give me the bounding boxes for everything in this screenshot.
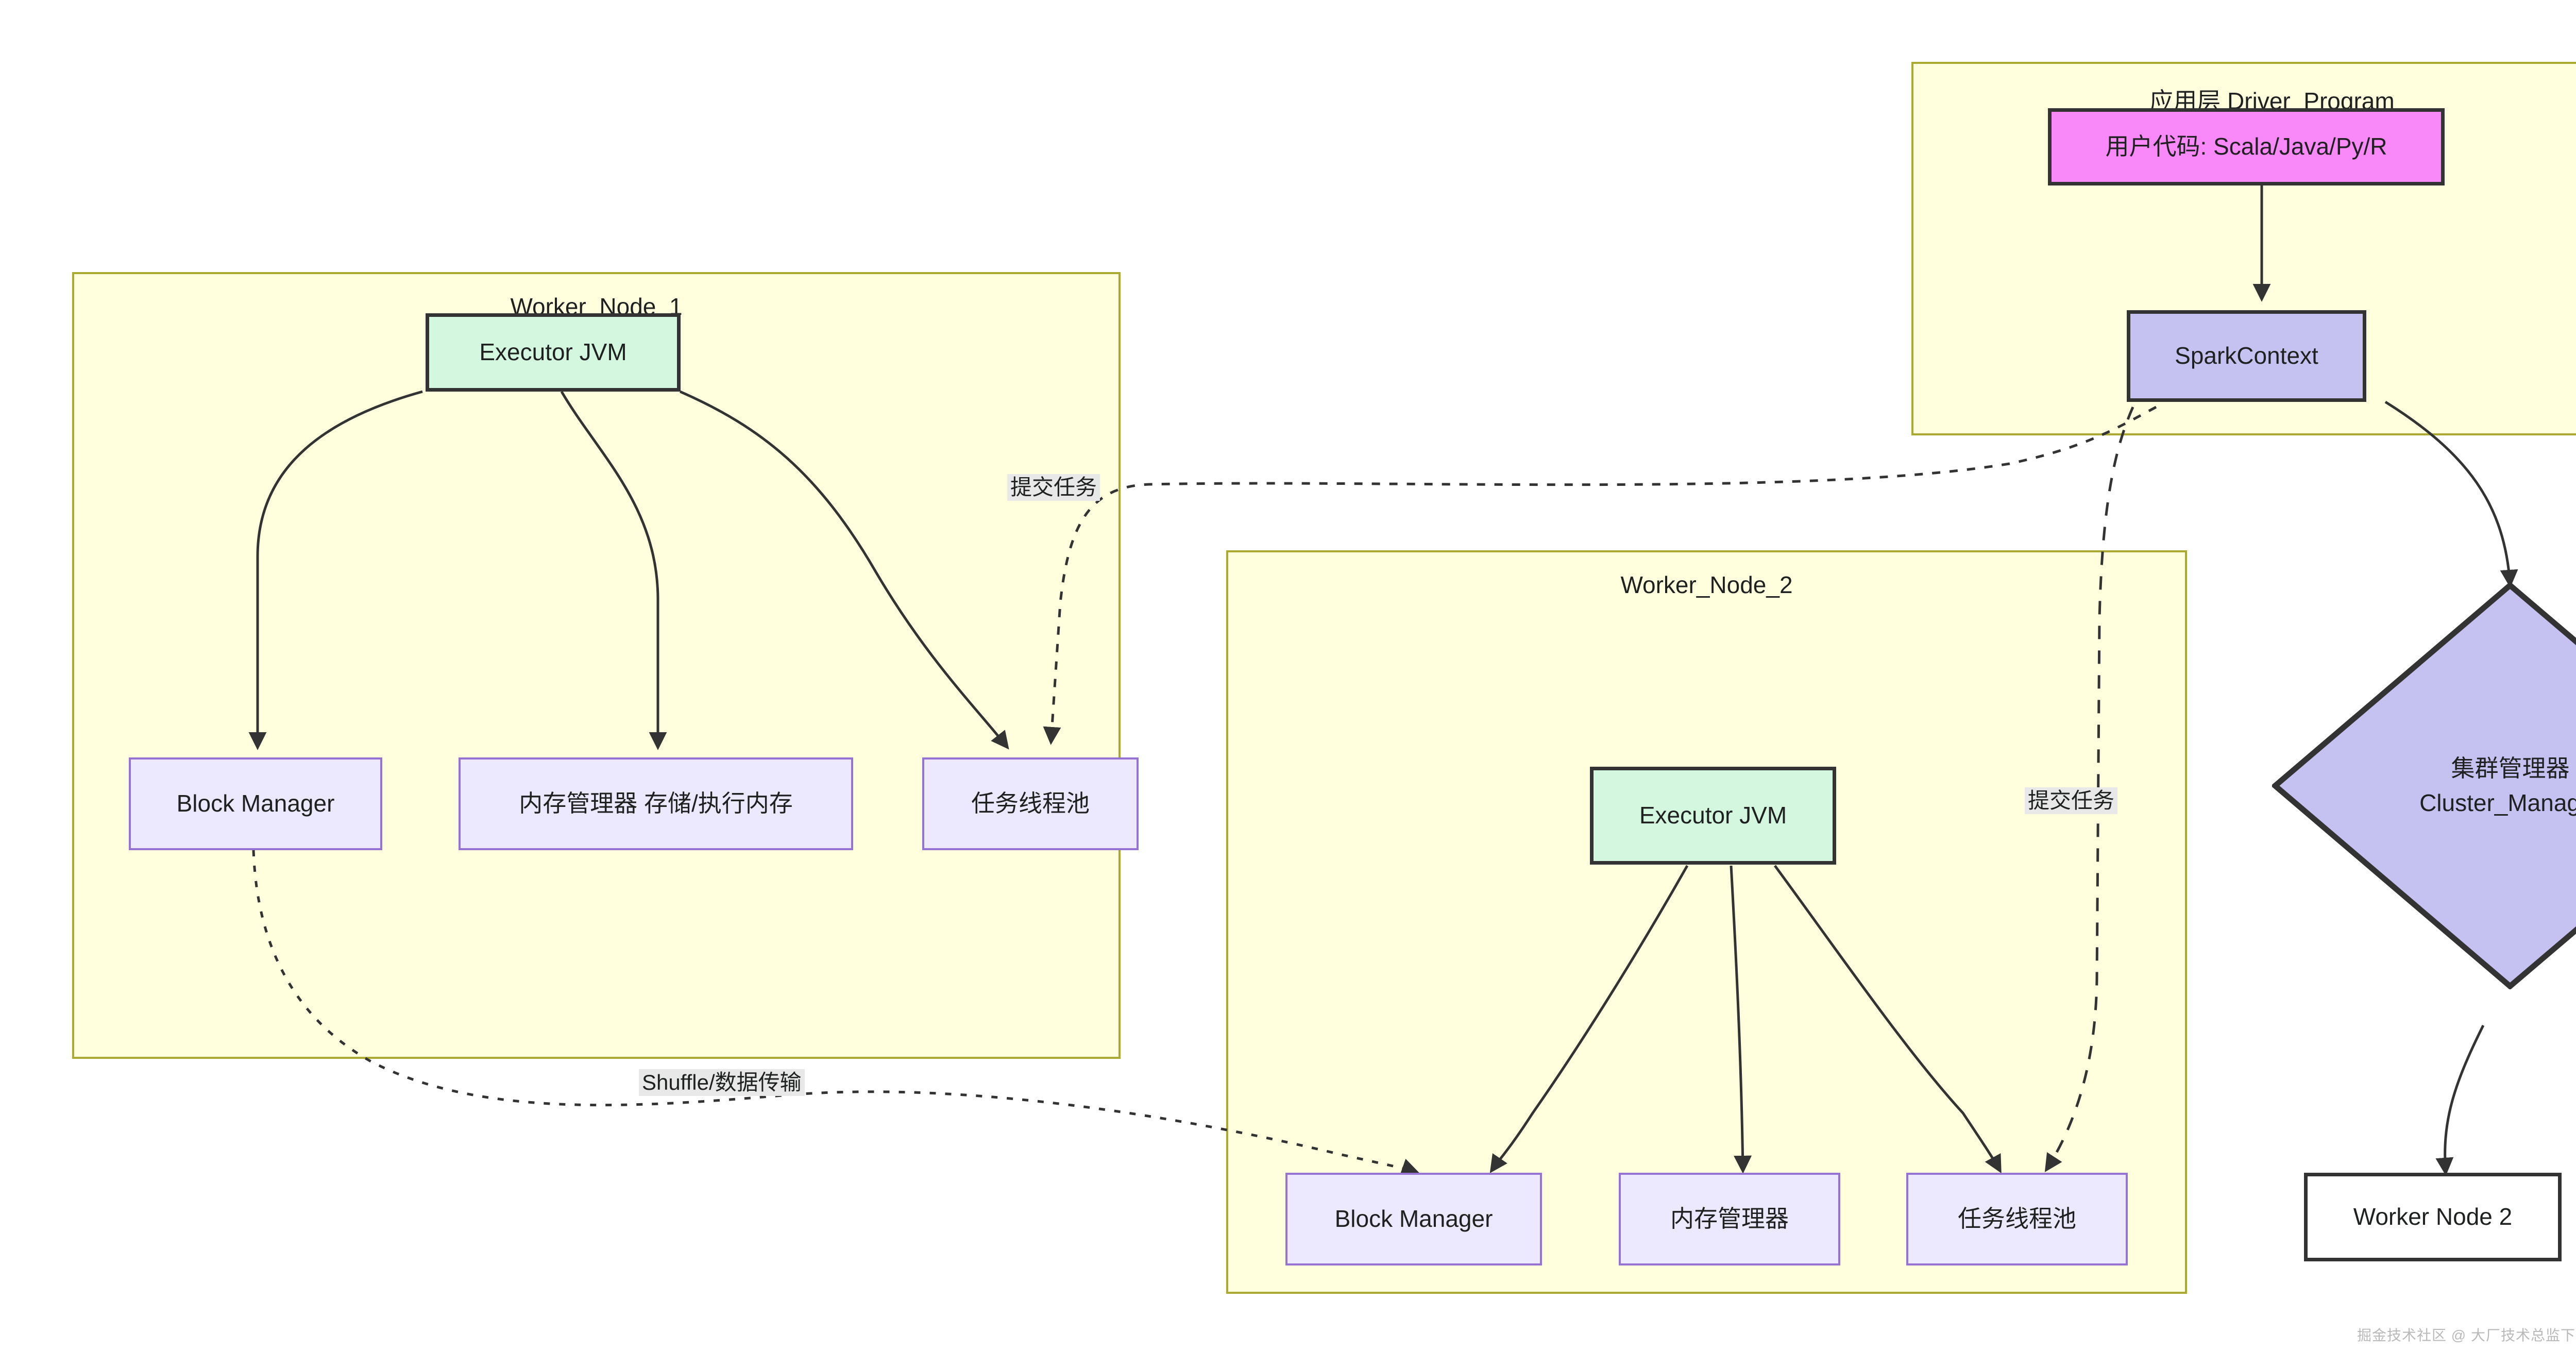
edge-w2executor-to-threadpool (1773, 865, 2002, 1174)
node-w2-block-manager[interactable]: Block Manager (1285, 1173, 1542, 1265)
edge-w1blockmanager-to-w2blockmanager (252, 850, 1420, 1176)
node-w1-block-manager[interactable]: Block Manager (129, 757, 382, 850)
edge-w1executor-to-memorymanager (560, 391, 667, 750)
edge-label-submit-task-worker1: 提交任务 (1007, 474, 1100, 501)
subgraph-worker-node-2-title: Worker_Node_2 (1620, 571, 1793, 598)
edge-sparkcontext-to-w1-threadpool (1043, 406, 2157, 745)
diamond-shape (2270, 581, 2576, 990)
edge-sparkcontext-to-clustermanager (2384, 400, 2518, 588)
node-w2-memory-manager[interactable]: 内存管理器 (1619, 1173, 1840, 1265)
node-cluster-manager[interactable]: 集群管理器 Cluster_Manager (2270, 581, 2576, 990)
node-w1-executor-jvm[interactable]: Executor JVM (426, 313, 681, 392)
edge-label-shuffle-data-transfer: Shuffle/数据传输 (639, 1069, 805, 1096)
node-w1-task-thread-pool[interactable]: 任务线程池 (922, 757, 1139, 850)
node-w2-task-thread-pool[interactable]: 任务线程池 (1906, 1173, 2128, 1265)
edge-w2executor-to-memorymanager (1730, 865, 1752, 1174)
node-spark-context[interactable]: SparkContext (2127, 310, 2366, 402)
edge-w2executor-to-blockmanager (1489, 865, 1689, 1173)
edge-label-submit-task-worker2: 提交任务 (2025, 787, 2118, 815)
edge-w1executor-to-threadpool (679, 390, 1009, 750)
subgraph-worker-node-2: Worker_Node_2 (1226, 550, 2187, 1294)
node-w2-executor-jvm[interactable]: Executor JVM (1590, 767, 1836, 865)
node-w1-memory-manager[interactable]: 内存管理器 存储/执行内存 (459, 757, 853, 850)
node-worker-node-2-box[interactable]: Worker Node 2 (2304, 1173, 2562, 1261)
edge-sparkcontext-to-w2-threadpool (2044, 406, 2134, 1172)
watermark: 掘金技术社区 @ 大厂技术总监下海 (2357, 1327, 2576, 1343)
edge-clustermanager-to-workernode2 (2435, 1024, 2485, 1176)
edge-w1executor-to-blockmanager (248, 390, 423, 750)
node-user-code[interactable]: 用户代码: Scala/Java/Py/R (2048, 108, 2445, 185)
